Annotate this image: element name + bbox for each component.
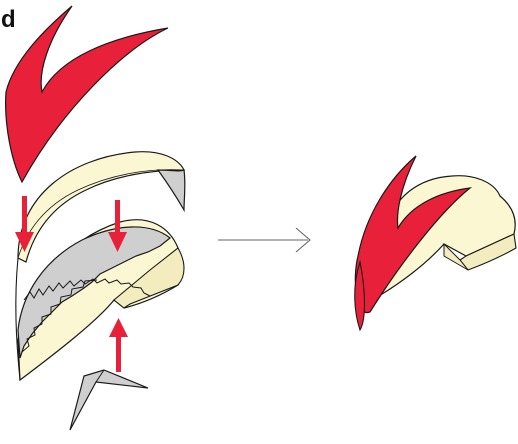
grey-spike-piece <box>70 370 148 430</box>
grey-cap-flap <box>158 170 185 210</box>
panel-label: d <box>1 8 16 32</box>
arrow-up <box>109 318 128 372</box>
transform-arrow <box>218 228 310 252</box>
